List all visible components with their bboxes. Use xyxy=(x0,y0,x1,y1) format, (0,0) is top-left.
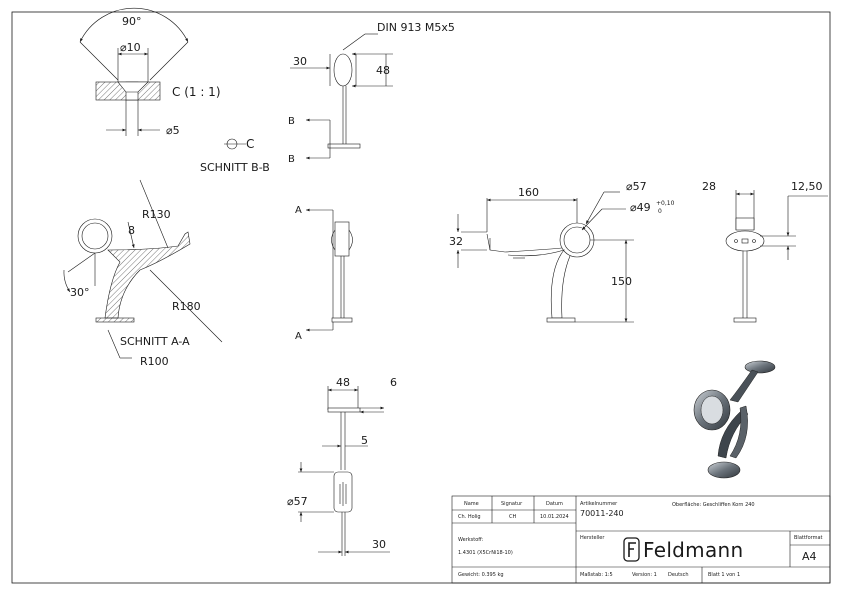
version: Version: 1 xyxy=(632,572,657,578)
front-view xyxy=(456,191,634,323)
dim-30-bottom: 30 xyxy=(372,538,386,551)
cut-b-bottom: B xyxy=(288,154,295,165)
detail-c-view xyxy=(79,7,189,136)
bore-diameter-label: ⌀10 xyxy=(120,41,141,54)
drawn-date: 10.01.2024 xyxy=(540,514,569,520)
section-aa-view xyxy=(63,179,223,359)
dim-32-label: 32 xyxy=(449,235,463,248)
sheet-format: A4 xyxy=(802,550,817,563)
dim-150-label: 150 xyxy=(611,275,632,288)
tolerance-zero: 0 xyxy=(658,208,662,215)
dim-48-bottom: 48 xyxy=(336,376,350,389)
cut-b-top: B xyxy=(288,116,295,127)
drawn-by-name: Ch. Holig xyxy=(458,514,481,520)
dim-30-bb: 30 xyxy=(293,55,307,68)
pin-diameter-label: ⌀5 xyxy=(166,124,180,137)
dim-12-50-label: 12,50 xyxy=(791,180,823,193)
feldmann-logo-icon xyxy=(623,537,640,562)
cut-a-bottom: A xyxy=(295,331,302,342)
manufacturer-label: Hersteller xyxy=(580,535,605,541)
tolerance-plus: +0,10 xyxy=(656,200,675,207)
angle-90-label: 90° xyxy=(122,15,142,28)
bottom-view xyxy=(298,386,390,556)
dia-49-front: ⌀49 xyxy=(630,201,651,214)
dia-57-front: ⌀57 xyxy=(626,180,647,193)
din-913-label: DIN 913 M5x5 xyxy=(377,21,455,34)
detail-c-label: C (1 : 1) xyxy=(172,85,221,99)
isometric-render xyxy=(693,360,776,479)
material-label: Werkstoff: xyxy=(458,537,484,543)
dim-160-label: 160 xyxy=(518,186,539,199)
weight: Gewicht: 0.395 kg xyxy=(458,572,504,578)
detail-c-ref: C xyxy=(246,137,254,151)
dim-8-label: 8 xyxy=(128,224,135,237)
dim-6-bottom: 6 xyxy=(390,376,397,389)
scale: Maßstab: 1:5 xyxy=(580,572,613,578)
side-view xyxy=(725,190,828,323)
header-signatur: Signatur xyxy=(501,501,523,507)
section-aa-label: SCHNITT A-A xyxy=(120,335,190,348)
article-number-label: Artikelnummer xyxy=(580,501,618,507)
title-block xyxy=(451,495,831,584)
sheet-number: Blatt 1 von 1 xyxy=(708,572,741,578)
section-bb-label: SCHNITT B-B xyxy=(200,161,270,174)
article-number: 70011-240 xyxy=(580,509,624,518)
angle-30-label: 30° xyxy=(70,286,90,299)
brand-name: Feldmann xyxy=(643,538,744,562)
dim-28-label: 28 xyxy=(702,180,716,193)
language: Deutsch xyxy=(668,572,689,578)
middle-view xyxy=(306,208,353,332)
dim-5-bottom: 5 xyxy=(361,434,368,447)
radius-130-label: R130 xyxy=(142,208,171,221)
sheet-frame xyxy=(11,11,831,584)
sheet-format-label: Blattformat xyxy=(794,535,823,541)
header-name: Name xyxy=(464,501,479,507)
section-bb-view xyxy=(224,33,393,160)
header-datum: Datum xyxy=(546,501,563,507)
cut-a-top: A xyxy=(295,205,302,216)
radius-100-label: R100 xyxy=(140,355,169,368)
radius-180-label: R180 xyxy=(172,300,201,313)
drawn-by-signature: CH xyxy=(509,514,517,520)
material-value: 1.4301 (X5CrNi18-10) xyxy=(458,550,513,556)
surface-finish: Oberfläche: Geschliffen Korn 240 xyxy=(672,502,755,508)
dim-48-bb: 48 xyxy=(376,64,390,77)
dia-57-bottom: ⌀57 xyxy=(287,495,308,508)
